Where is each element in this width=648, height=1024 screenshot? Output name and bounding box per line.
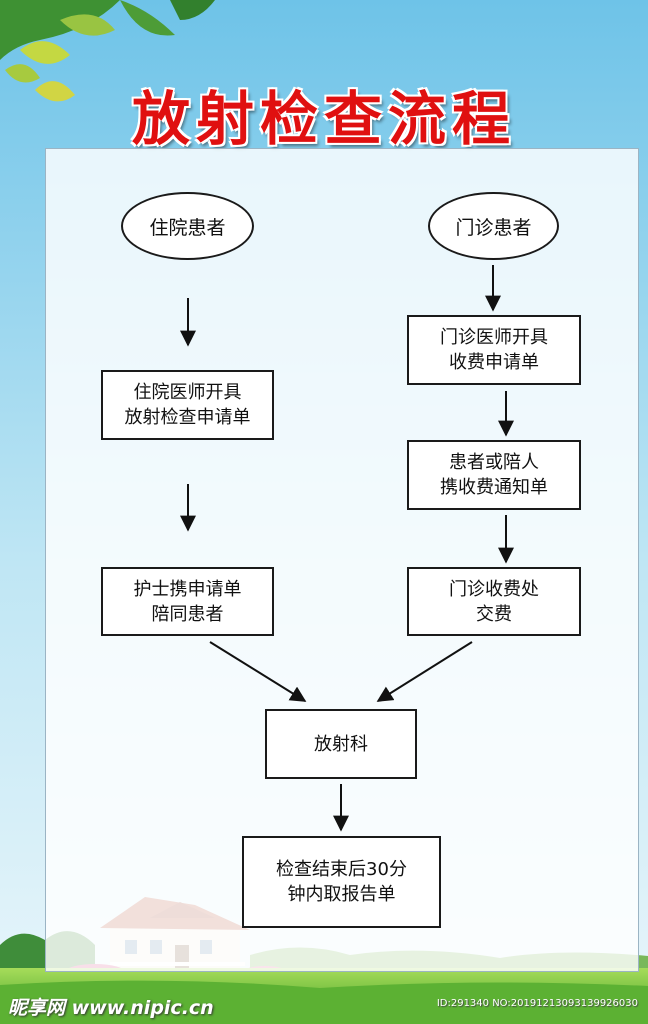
node-outpatient: 门诊患者 — [428, 192, 559, 260]
leaves-decoration — [0, 0, 215, 102]
watermark-id: ID:291340 NO:20191213093139926030 — [436, 998, 638, 1009]
node-payment: 门诊收费处 交费 — [407, 567, 581, 636]
node-inpatient-doctor: 住院医师开具 放射检查申请单 — [101, 370, 274, 440]
watermark-site: 昵享网 www.nipic.cn — [8, 997, 214, 1019]
page-title: 放射检查流程 — [131, 85, 516, 153]
node-outpatient-doctor: 门诊医师开具 收费申请单 — [407, 315, 581, 385]
arrow-payment-to-radiology — [376, 641, 473, 702]
arrow-nurse-to-radiology — [209, 641, 307, 702]
node-inpatient: 住院患者 — [121, 192, 254, 260]
node-nurse-escort: 护士携申请单 陪同患者 — [101, 567, 274, 636]
node-carry-notice: 患者或陪人 携收费通知单 — [407, 440, 581, 510]
node-pickup-report: 检查结束后30分 钟内取报告单 — [242, 836, 441, 928]
node-radiology: 放射科 — [265, 709, 417, 779]
flow-panel — [45, 148, 639, 972]
